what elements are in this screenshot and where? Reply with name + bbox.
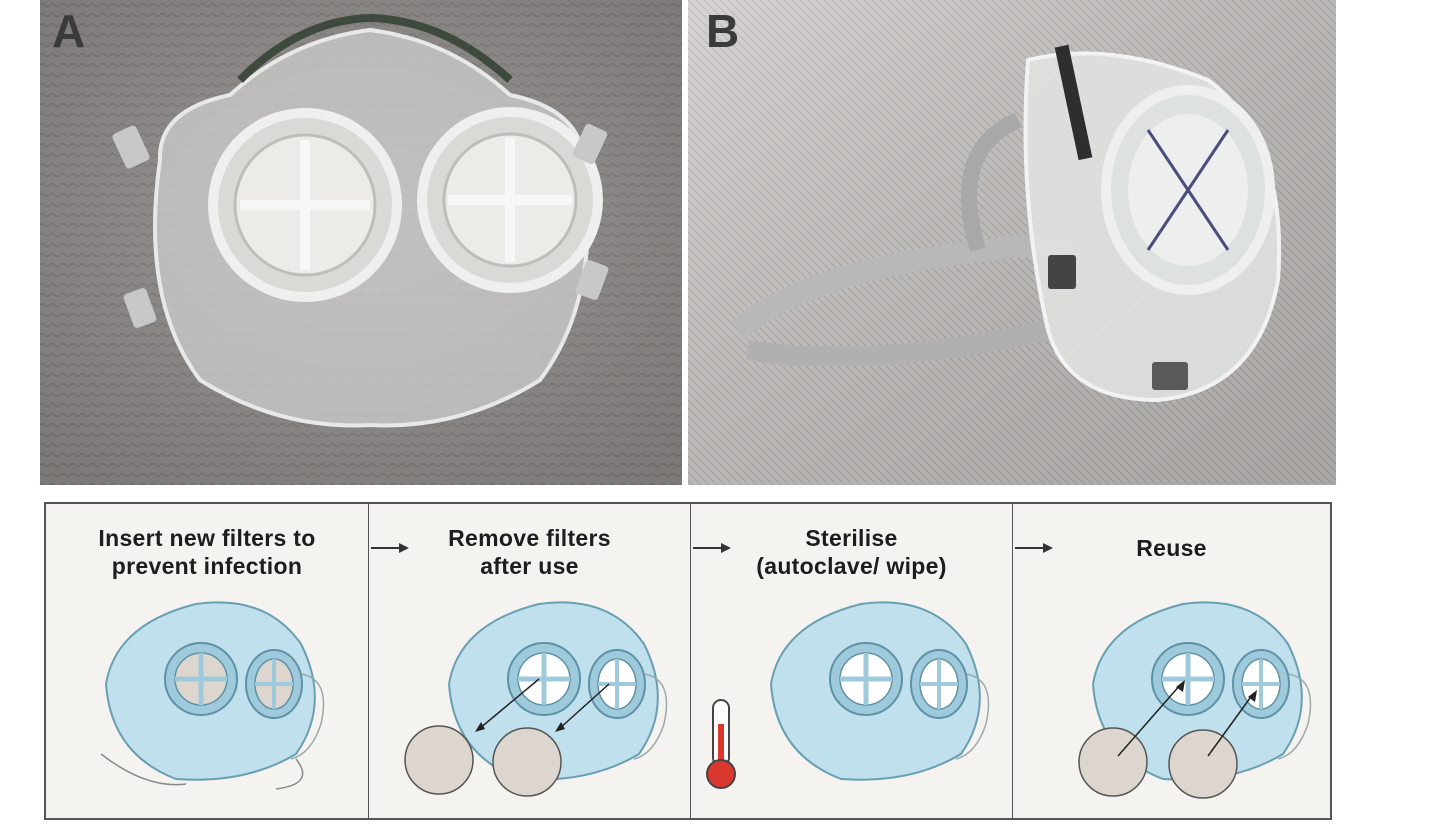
- step-label: Insert new filters to prevent infection: [46, 524, 368, 580]
- step-label-line1: Insert new filters to: [98, 525, 316, 551]
- step-reuse: Reuse: [1012, 504, 1330, 818]
- arrow-right-icon: [693, 543, 731, 553]
- filter-disc-icon: [404, 725, 474, 795]
- step-insert-filters: Insert new filters to prevent infection: [46, 504, 368, 818]
- mask-illustration: [706, 601, 990, 789]
- step-label-line1: Reuse: [1136, 535, 1207, 561]
- panel-label-a: A: [52, 5, 86, 57]
- photo-panel-a: [40, 0, 682, 485]
- filter-disc-icon: [1078, 727, 1148, 797]
- photo-panel-b: [688, 0, 1336, 485]
- arrow-right-icon: [1015, 543, 1053, 553]
- step-remove-filters: Remove filters after use: [368, 504, 690, 818]
- filter-disc-icon: [1168, 729, 1238, 799]
- panel-label-b: B: [706, 5, 740, 57]
- step-label: Remove filters after use: [369, 524, 690, 580]
- mask-illustration: [1078, 601, 1312, 799]
- arrow-right-icon: [371, 543, 409, 553]
- mask-illustration: [100, 601, 325, 790]
- reuse-process-strip: Insert new filters to prevent infection …: [44, 502, 1332, 820]
- step-label-line1: Sterilise: [805, 525, 898, 551]
- step-label-line2: after use: [480, 553, 579, 579]
- step-label: Sterilise (autoclave/ wipe): [691, 524, 1012, 580]
- step-label-line2: prevent infection: [111, 553, 303, 579]
- filter-disc-icon: [492, 727, 562, 797]
- thermometer-icon: [706, 699, 736, 789]
- clear-mask-side: [730, 44, 1282, 403]
- clear-mask-front: [112, 13, 609, 428]
- step-label-line2: (autoclave/ wipe): [756, 553, 947, 579]
- step-sterilise: Sterilise (autoclave/ wipe): [690, 504, 1012, 818]
- step-label: Reuse: [1013, 534, 1330, 562]
- step-label-line1: Remove filters: [448, 525, 611, 551]
- mask-illustration: [404, 601, 668, 797]
